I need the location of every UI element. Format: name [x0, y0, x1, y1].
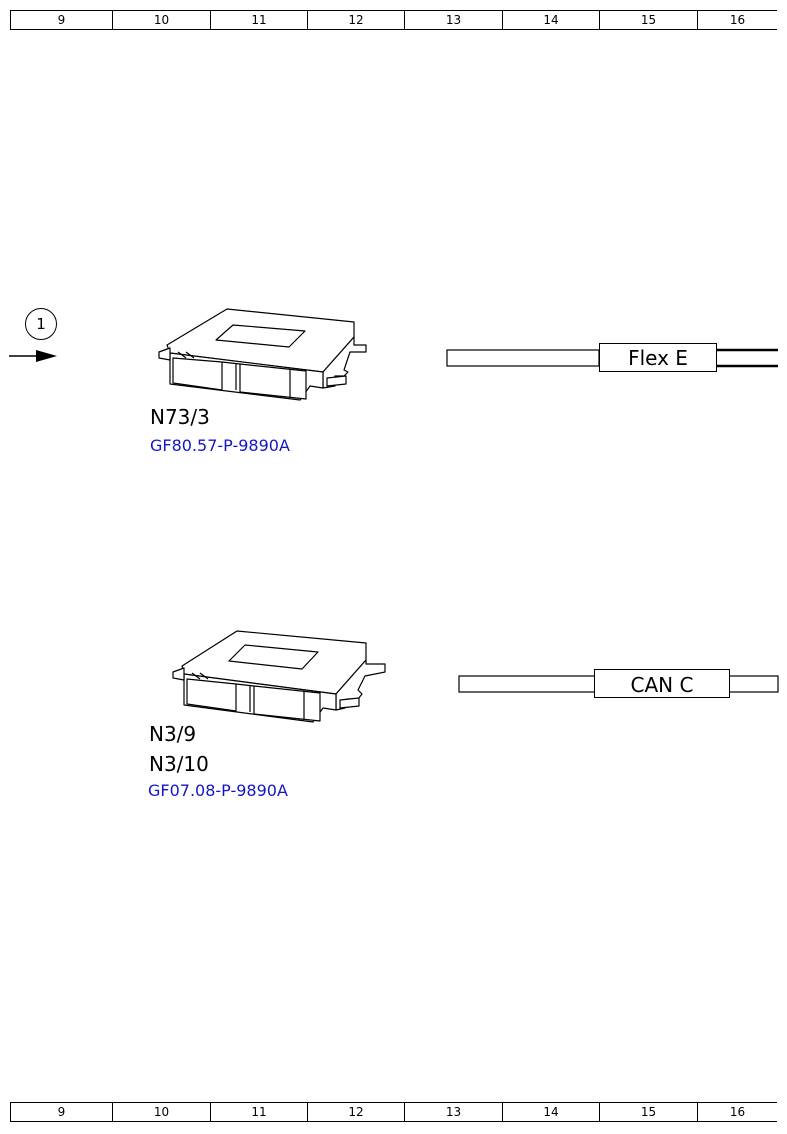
- column-ruler-top: 9 10 11 12 13 14 15 16: [10, 10, 777, 30]
- arrow-right-icon: [9, 350, 57, 362]
- ruler-cell: 16: [697, 1103, 777, 1121]
- reference-link-gf80-57[interactable]: GF80.57-P-9890A: [150, 436, 290, 455]
- ruler-cell: 10: [112, 11, 210, 29]
- ruler-cell: 12: [307, 1103, 404, 1121]
- ruler-cell: 9: [10, 11, 112, 29]
- component-code-n73-3: N73/3: [150, 405, 210, 429]
- ruler-cell: 13: [404, 1103, 502, 1121]
- ruler-cell: 16: [697, 11, 777, 29]
- can-c-bus-label: CAN C: [594, 669, 730, 698]
- ruler-cell: 11: [210, 11, 307, 29]
- ruler-cell: 11: [210, 1103, 307, 1121]
- flex-e-bus-label: Flex E: [599, 343, 717, 372]
- ruler-cell: 15: [599, 11, 697, 29]
- ruler-cell: 10: [112, 1103, 210, 1121]
- component-code-n3-9: N3/9: [149, 722, 197, 746]
- column-ruler-bottom: 9 10 11 12 13 14 15 16: [10, 1102, 777, 1122]
- reference-link-gf07-08[interactable]: GF07.08-P-9890A: [148, 781, 288, 800]
- can-c-bus-line: [458, 675, 779, 693]
- reference-marker-circle: 1: [25, 308, 57, 340]
- control-unit-icon: [158, 308, 367, 401]
- ruler-cell: 13: [404, 11, 502, 29]
- control-unit-icon: [172, 630, 386, 723]
- ruler-cell: 12: [307, 11, 404, 29]
- ruler-cell: 14: [502, 1103, 599, 1121]
- ruler-cell: 9: [10, 1103, 112, 1121]
- ruler-cell: 15: [599, 1103, 697, 1121]
- component-code-n3-10: N3/10: [149, 752, 209, 776]
- ruler-cell: 14: [502, 11, 599, 29]
